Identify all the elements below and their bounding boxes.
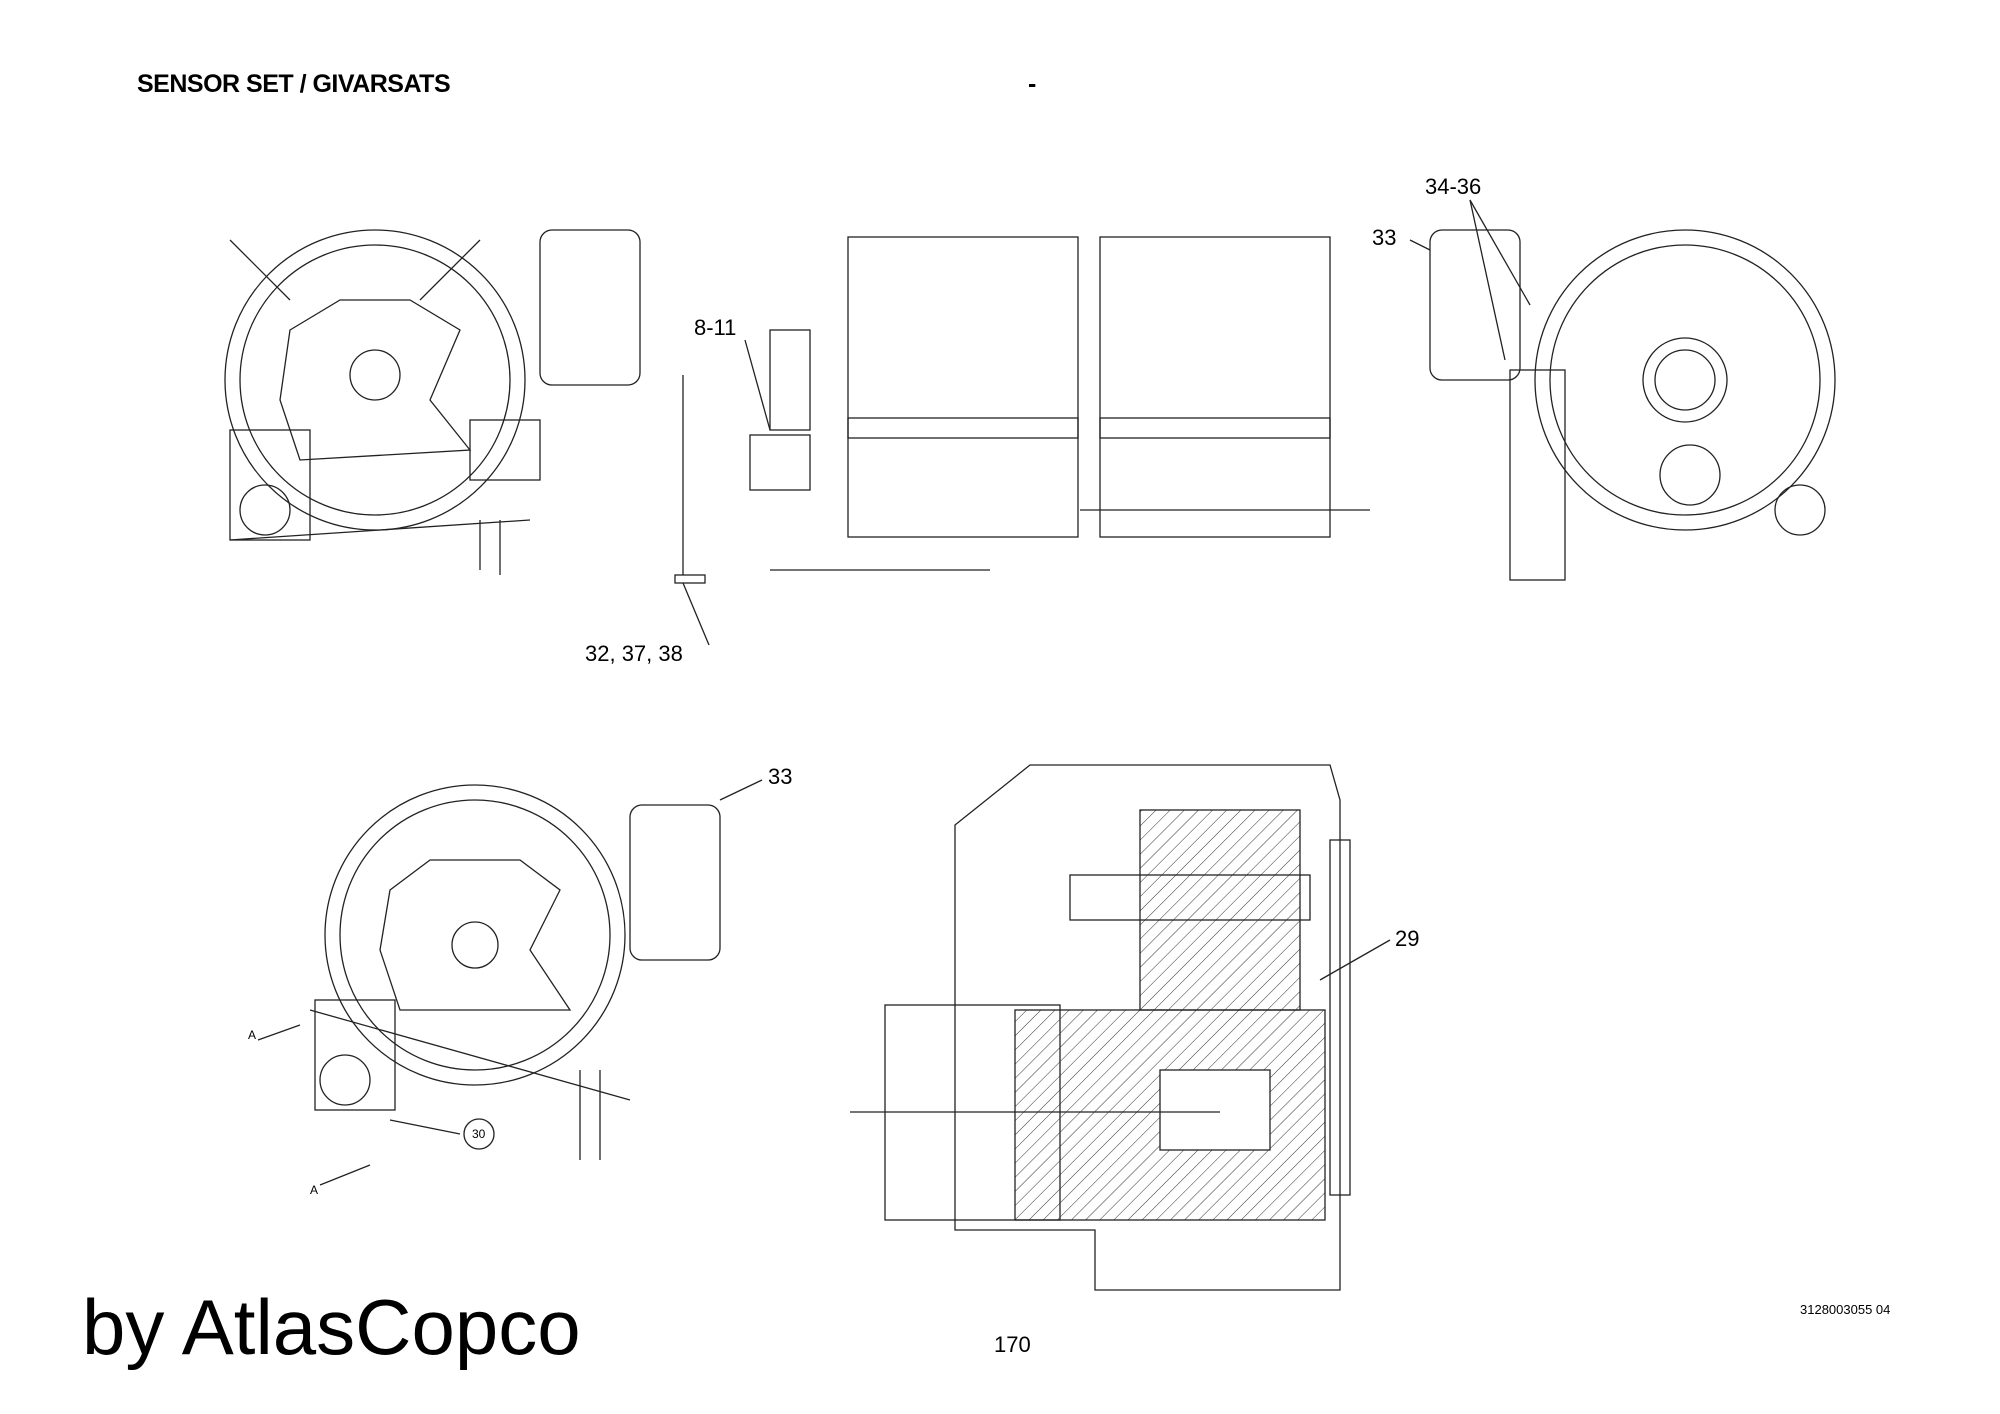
front-view-left [224,229,641,575]
callout-34-36: 34-36 [1425,174,1482,199]
callout-33-top: 33 [1372,225,1397,250]
section-marker-a-top: A [248,1028,257,1042]
page-title: SENSOR SET / GIVARSATS [137,70,451,98]
callout-8-11: 8-11 [694,315,737,340]
callout-33-bottom: 33 [768,764,793,789]
front-view-section [257,779,763,1186]
front-view-right [1409,199,1836,581]
page-number: 170 [994,1332,1031,1357]
callout-29: 29 [1395,926,1420,951]
callout-32-37-38: 32, 37, 38 [585,641,683,666]
sectional-detail [850,764,1391,1291]
section-marker-a-bottom: A [310,1183,319,1197]
callout-30: 30 [472,1127,486,1141]
document-number: 3128003055 04 [1800,1302,1891,1317]
title-separator: - [1028,70,1037,98]
brand-watermark: by AtlasCopco [82,1283,581,1371]
side-view [674,236,1370,646]
